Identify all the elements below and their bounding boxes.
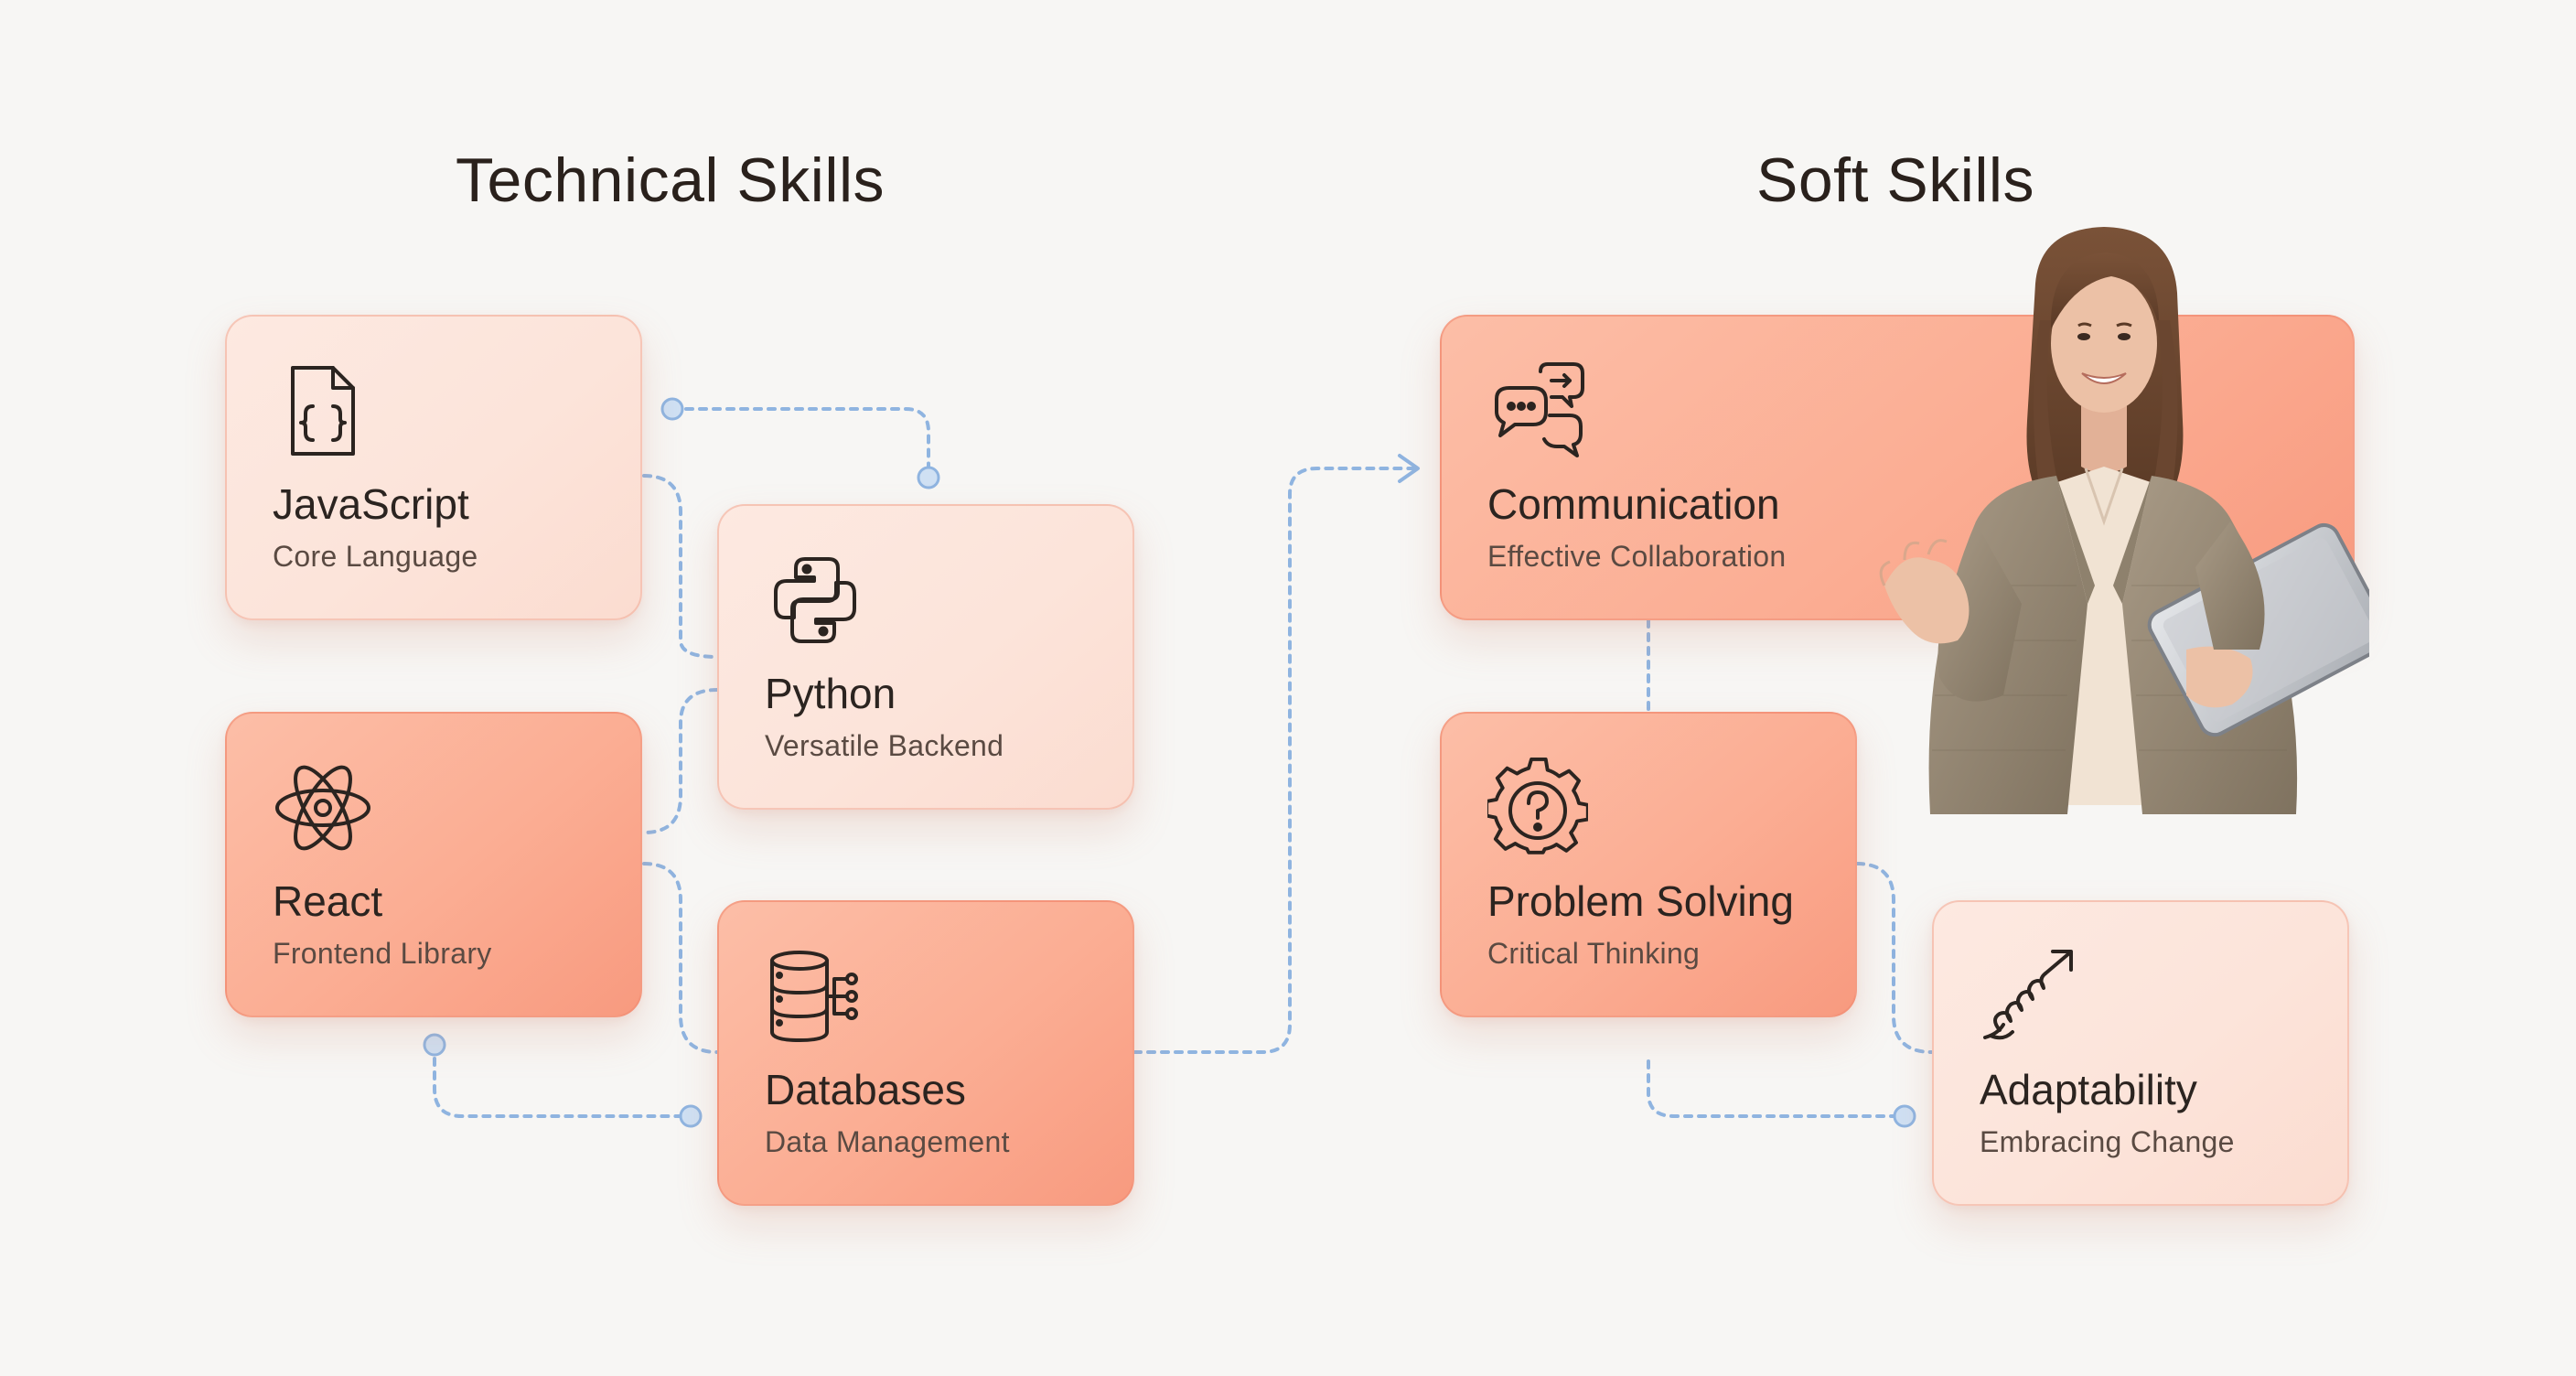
spring-arrow-icon (1980, 946, 2080, 1047)
skill-subtitle: Embracing Change (1980, 1125, 2235, 1158)
skill-name: Python (765, 670, 896, 717)
python-logo-icon (765, 550, 865, 650)
skill-name: Adaptability (1980, 1066, 2197, 1113)
connector-node (423, 1033, 446, 1057)
skill-name: React (273, 877, 383, 925)
skill-name: Problem Solving (1487, 877, 1794, 925)
connector-node (679, 1104, 703, 1128)
skill-card-python[interactable]: Python Versatile Backend (717, 504, 1134, 810)
skill-subtitle: Effective Collaboration (1487, 540, 1787, 573)
soft-skills-title: Soft Skills (1756, 145, 2035, 215)
react-atom-icon (273, 758, 373, 858)
skill-card-databases[interactable]: Databases Data Management (717, 900, 1134, 1206)
connector-python-react (642, 688, 719, 834)
skill-name: Databases (765, 1066, 966, 1113)
skill-subtitle: Data Management (765, 1125, 1010, 1158)
connector-arrowhead (1398, 454, 1420, 483)
connector-js-python-top (671, 407, 930, 479)
skill-card-javascript[interactable]: JavaScript Core Language (225, 315, 642, 620)
skill-subtitle: Critical Thinking (1487, 937, 1701, 970)
presenter-photo (1820, 220, 2369, 814)
connector-problem-adaptability-bottom (1647, 1059, 1906, 1118)
skill-subtitle: Core Language (273, 540, 478, 573)
connector-problem-adaptability (1855, 862, 1934, 1054)
connector-databases-communication (1132, 467, 1415, 1054)
skill-name: Communication (1487, 480, 1780, 528)
skill-subtitle: Versatile Backend (765, 729, 1004, 762)
skill-card-problem-solving[interactable]: Problem Solving Critical Thinking (1440, 712, 1857, 1017)
connector-js-python-side (642, 474, 719, 659)
skill-subtitle: Frontend Library (273, 937, 492, 970)
skill-card-adaptability[interactable]: Adaptability Embracing Change (1932, 900, 2349, 1206)
code-file-icon (273, 360, 373, 461)
connector-node (917, 466, 940, 489)
connector-react-databases-bottom (433, 1043, 692, 1118)
technical-skills-title: Technical Skills (456, 145, 886, 215)
connector-node (660, 397, 684, 421)
skill-card-react[interactable]: React Frontend Library (225, 712, 642, 1017)
connector-react-databases (642, 862, 719, 1054)
connector-node (1893, 1104, 1916, 1128)
gear-question-icon (1487, 758, 1588, 858)
chat-bubbles-icon (1487, 360, 1588, 461)
skill-name: JavaScript (273, 480, 469, 528)
database-icon (765, 946, 865, 1047)
